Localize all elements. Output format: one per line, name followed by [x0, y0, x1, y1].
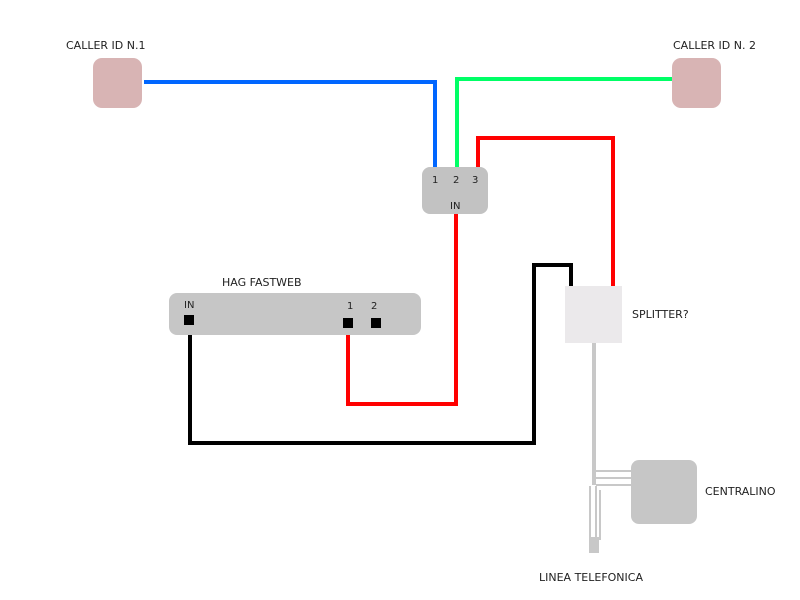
hag-port-2-label: 2 — [371, 301, 377, 312]
junction-port-3: 3 — [472, 175, 478, 186]
caller2-label: CALLER ID N. 2 — [673, 39, 756, 52]
splitter-label: SPLITTER? — [632, 308, 689, 321]
hag-in-port[interactable] — [184, 315, 194, 325]
hag-port-1[interactable] — [343, 318, 353, 328]
line-plug — [589, 537, 599, 553]
splitter-device[interactable] — [565, 286, 622, 343]
caller1-label: CALLER ID N.1 — [66, 39, 146, 52]
junction-box[interactable] — [422, 167, 488, 214]
black-wire — [188, 263, 573, 445]
caller1-device[interactable] — [93, 58, 142, 108]
green-wire — [455, 77, 672, 168]
red-wire-top — [476, 136, 615, 287]
centralino-device[interactable] — [631, 460, 697, 524]
hag-label: HAG FASTWEB — [222, 276, 302, 289]
junction-port-1: 1 — [432, 175, 438, 186]
hag-device[interactable] — [169, 293, 421, 335]
junction-port-2: 2 — [453, 175, 459, 186]
centralino-label: CENTRALINO — [705, 485, 776, 498]
hag-port-1-label: 1 — [347, 301, 353, 312]
blue-wire — [144, 80, 437, 168]
hag-port-2[interactable] — [371, 318, 381, 328]
caller2-device[interactable] — [672, 58, 721, 108]
hag-in-label: IN — [184, 300, 194, 311]
red-wire-bottom — [346, 213, 458, 406]
junction-in-label: IN — [450, 201, 460, 212]
phone-line-label: LINEA TELEFONICA — [539, 571, 643, 584]
